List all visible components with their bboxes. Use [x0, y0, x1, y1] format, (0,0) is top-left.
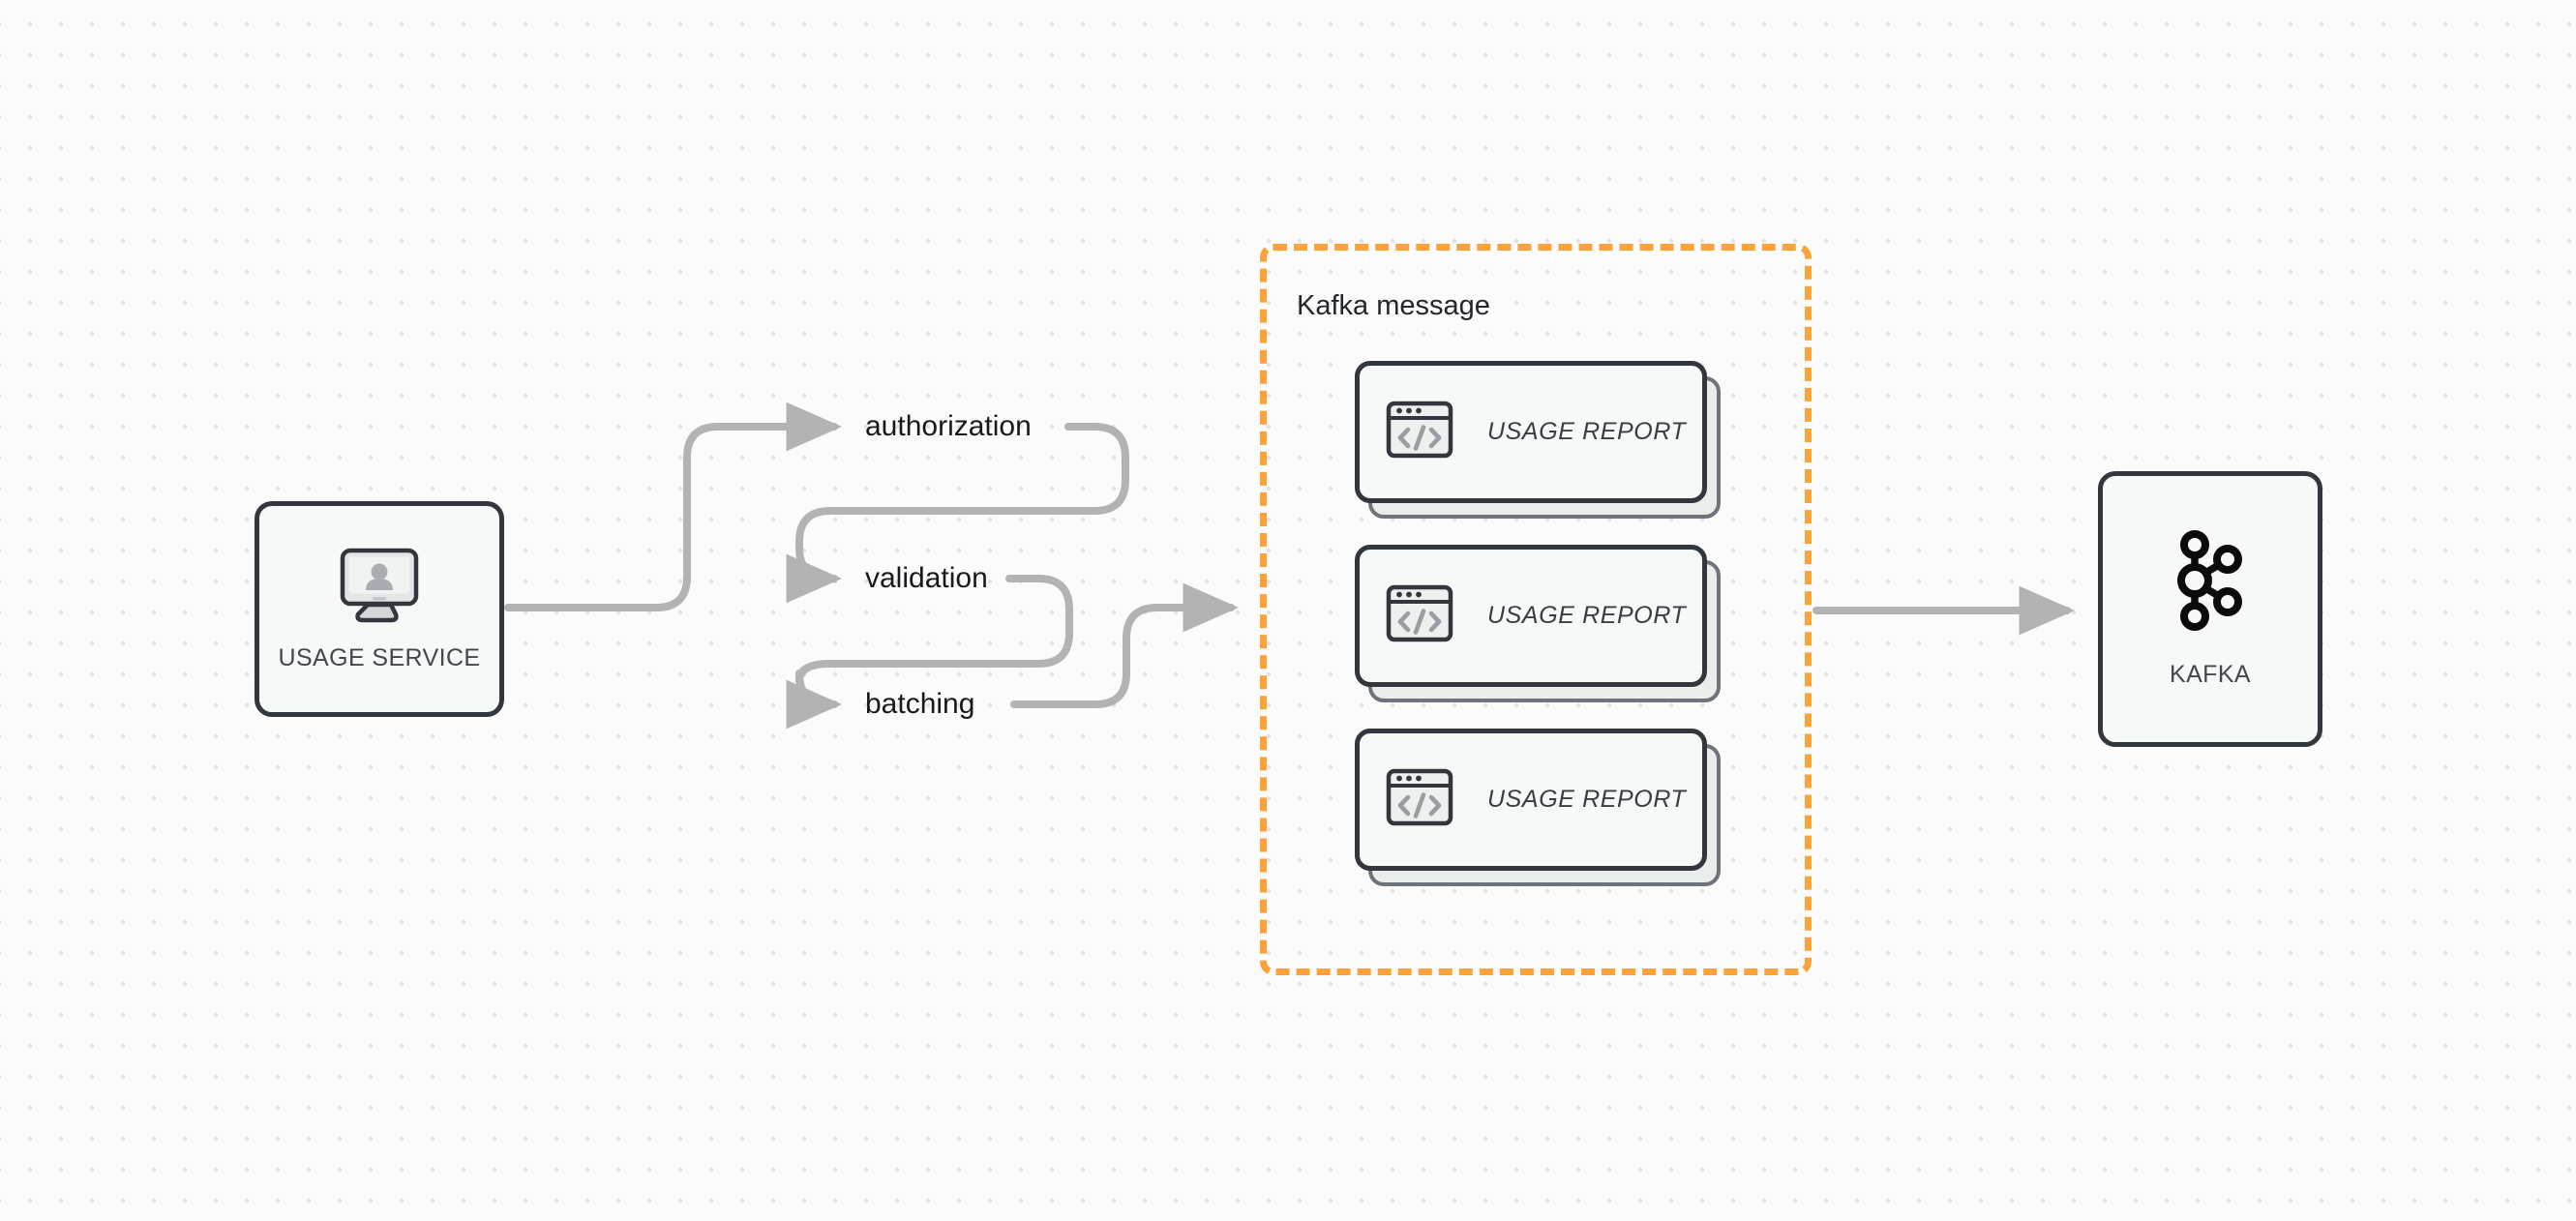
code-window-icon	[1385, 762, 1454, 837]
code-window-icon	[1385, 395, 1454, 469]
edge-batching-to-kafka-message	[1010, 582, 1240, 708]
node-usage-service-label: USAGE SERVICE	[278, 643, 481, 671]
group-kafka-message-title: Kafka message	[1297, 290, 1490, 321]
step-label-batching[interactable]: batching	[865, 688, 975, 720]
card-usage-report-2[interactable]: USAGE REPORT	[1355, 545, 1721, 702]
node-usage-service[interactable]: USAGE SERVICE	[255, 501, 504, 717]
node-kafka[interactable]: KAFKA	[2098, 471, 2322, 747]
step-label-validation[interactable]: validation	[865, 562, 988, 594]
code-window-icon	[1385, 579, 1454, 653]
kafka-logo-icon	[2172, 529, 2249, 636]
card-front-layer: USAGE REPORT	[1355, 545, 1707, 687]
edge-authorization-to-validation	[786, 423, 1129, 604]
card-front-layer: USAGE REPORT	[1355, 729, 1707, 871]
step-label-authorization[interactable]: authorization	[865, 410, 1032, 442]
card-usage-report-3[interactable]: USAGE REPORT	[1355, 729, 1721, 886]
edge-validation-to-batching	[786, 575, 1073, 730]
node-kafka-label: KAFKA	[2170, 660, 2251, 688]
card-label: USAGE REPORT	[1487, 418, 1687, 445]
card-label: USAGE REPORT	[1487, 602, 1687, 629]
card-front-layer: USAGE REPORT	[1355, 361, 1707, 503]
group-kafka-message[interactable]	[1260, 244, 1812, 975]
edge-usage-service-to-authorization	[504, 402, 843, 611]
card-label: USAGE REPORT	[1487, 786, 1687, 813]
card-usage-report-1[interactable]: USAGE REPORT	[1355, 361, 1721, 519]
monitor-user-icon	[335, 547, 424, 629]
